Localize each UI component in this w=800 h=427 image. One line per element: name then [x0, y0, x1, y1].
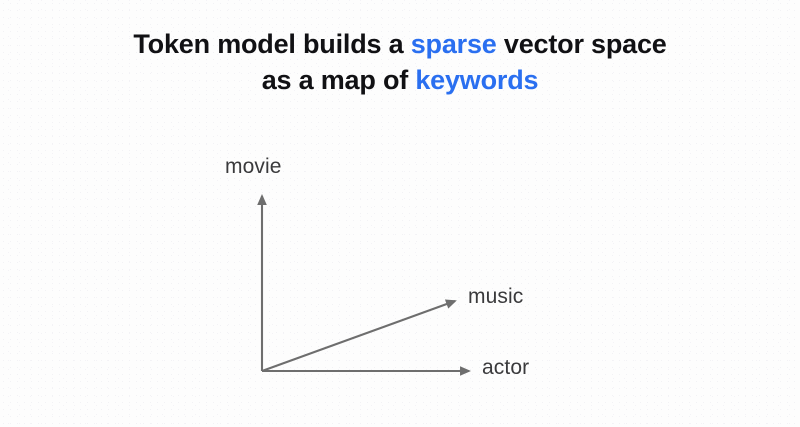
- axis-label-actor: actor: [482, 356, 530, 379]
- axis-label-movie: movie: [225, 155, 282, 178]
- axis-label-music: music: [468, 285, 524, 308]
- axis-line-music: [261, 299, 457, 372]
